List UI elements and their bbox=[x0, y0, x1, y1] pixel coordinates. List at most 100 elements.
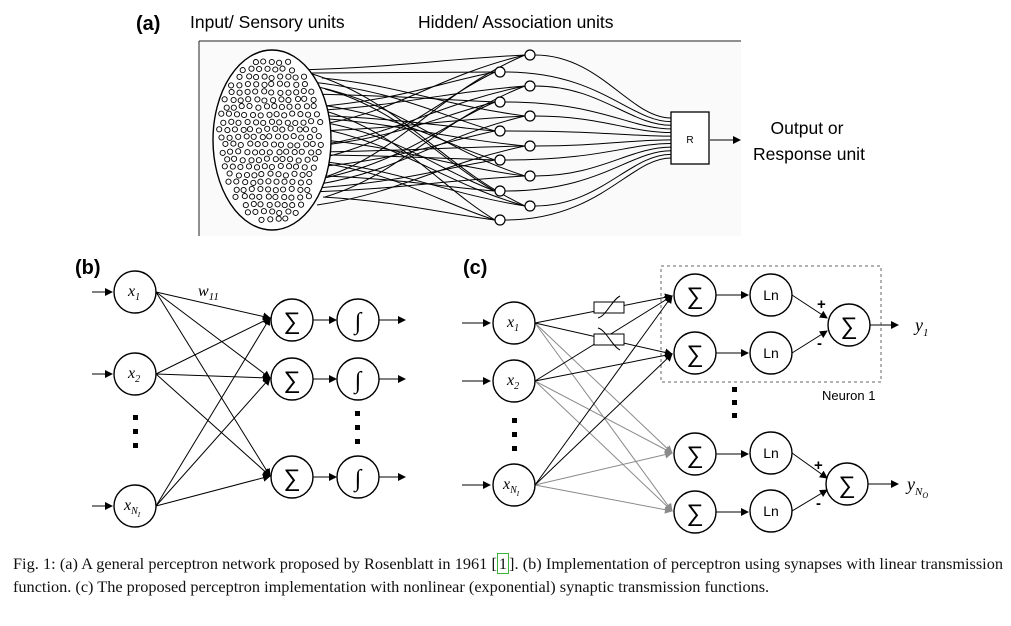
sensory-unit-dot bbox=[280, 186, 287, 193]
sum-node-b1: ∑ bbox=[270, 298, 314, 342]
exp-synapse-icon-upper bbox=[593, 295, 625, 319]
svg-text:x1: x1 bbox=[506, 314, 519, 334]
sensory-unit-dot bbox=[279, 65, 286, 72]
sensory-unit-dot bbox=[258, 216, 265, 223]
diff-sum-node-2: ∑ bbox=[825, 462, 869, 506]
panel-a: (a) Input/ Sensory units Hidden/ Associa… bbox=[136, 12, 865, 236]
retina-to-association-wire bbox=[299, 101, 496, 161]
svg-text:x1: x1 bbox=[127, 283, 140, 303]
sensory-unit-dot bbox=[216, 126, 223, 133]
hidden-units-title: Hidden/ Association units bbox=[418, 12, 614, 32]
sensory-unit-dot bbox=[294, 142, 301, 149]
sensory-unit-dot bbox=[257, 201, 264, 208]
plus-sign-1: + bbox=[817, 296, 826, 313]
activation-node-b1: ∫ bbox=[336, 298, 380, 342]
sensory-unit-dot bbox=[309, 140, 316, 147]
sensory-unit-dot bbox=[276, 209, 283, 217]
input-units-title: Input/ Sensory units bbox=[190, 12, 345, 32]
sensory-unit-dot bbox=[291, 170, 298, 177]
sensory-unit-dot bbox=[251, 172, 258, 179]
exp-synapse-icon-lower bbox=[593, 327, 625, 351]
sensory-unit-dot bbox=[287, 142, 294, 149]
sensory-unit-dot bbox=[311, 126, 318, 133]
sensory-unit-dot bbox=[281, 194, 288, 201]
sensory-unit-dot bbox=[285, 89, 292, 96]
sensory-unit-dot bbox=[221, 163, 228, 170]
sensory-unit-dot bbox=[306, 178, 313, 186]
sensory-unit-dot bbox=[287, 125, 294, 132]
sensory-unit-dot bbox=[268, 58, 275, 66]
retina-to-association-wire bbox=[308, 72, 526, 207]
output-label-line2: Response unit bbox=[753, 144, 865, 164]
sensory-unit-dot bbox=[298, 134, 305, 141]
sensory-unit-dot bbox=[308, 149, 315, 156]
sensory-unit-dot bbox=[236, 73, 243, 80]
ln-node-3: Ln bbox=[749, 431, 793, 475]
retina-to-association-wire bbox=[308, 101, 496, 182]
sensory-unit-dot bbox=[223, 104, 230, 111]
svg-text:∫: ∫ bbox=[353, 309, 363, 336]
svg-text:xNI: xNI bbox=[502, 476, 520, 498]
sensory-unit-dot bbox=[253, 74, 260, 81]
diff-sum-node-1: ∑ bbox=[827, 303, 871, 347]
sensory-unit-dot bbox=[302, 126, 310, 133]
sensory-unit-dot bbox=[288, 194, 295, 201]
sensory-unit-dot bbox=[313, 111, 320, 118]
sensory-unit-dot bbox=[229, 163, 236, 170]
svg-text:∑: ∑ bbox=[840, 313, 857, 340]
sensory-unit-dot bbox=[271, 103, 278, 110]
association-unit-node bbox=[524, 49, 536, 61]
retina-to-association-wire bbox=[317, 145, 526, 153]
retina-to-association-wire bbox=[299, 54, 526, 71]
sensory-unit-dot bbox=[299, 171, 306, 178]
association-to-response-wire bbox=[534, 146, 672, 177]
sensory-unit-dot bbox=[265, 193, 272, 200]
sensory-unit-dot bbox=[277, 162, 284, 170]
sensory-unit-dot bbox=[272, 156, 279, 163]
sensory-unit-dot bbox=[268, 80, 275, 87]
association-to-response-wire bbox=[504, 150, 672, 192]
sensory-unit-dot bbox=[230, 140, 237, 147]
svg-text:Ln: Ln bbox=[763, 445, 779, 461]
sensory-unit-dot bbox=[272, 187, 279, 194]
sensory-unit-dot bbox=[301, 164, 308, 171]
retina-to-association-wire bbox=[304, 114, 496, 132]
sensory-unit-dot bbox=[283, 148, 290, 155]
association-to-response-wire bbox=[534, 115, 672, 134]
sensory-unit-dot bbox=[263, 103, 271, 110]
sensory-unit-dot bbox=[242, 202, 249, 209]
svg-text:Ln: Ln bbox=[763, 345, 779, 361]
sensory-unit-dot bbox=[293, 89, 300, 96]
sensory-unit-dot bbox=[254, 96, 261, 103]
sensory-unit-dot bbox=[253, 119, 260, 126]
citation-link[interactable]: 1 bbox=[496, 553, 510, 574]
panel-a-label: (a) bbox=[136, 13, 160, 35]
svg-text:∑: ∑ bbox=[838, 472, 855, 499]
input-node-c-x1: x1 bbox=[492, 301, 536, 345]
sensory-unit-dot bbox=[306, 170, 313, 178]
sensory-unit-dot bbox=[244, 149, 251, 156]
sensory-unit-dot bbox=[277, 73, 284, 80]
sensory-unit-dot bbox=[279, 155, 286, 163]
sensory-unit-dot bbox=[292, 74, 299, 81]
sensory-unit-dot bbox=[254, 141, 261, 148]
sensory-unit-dot bbox=[244, 88, 251, 95]
retina-to-association-wire bbox=[312, 71, 496, 108]
sensory-unit-dot bbox=[233, 186, 240, 193]
sensory-unit-dot bbox=[267, 216, 274, 223]
weight-w11: w11 bbox=[198, 283, 219, 303]
sensory-unit-dot bbox=[261, 73, 268, 80]
retina-to-association-wire bbox=[326, 122, 496, 192]
sensory-unit-dot bbox=[248, 157, 255, 164]
sensory-unit-dot bbox=[249, 111, 257, 119]
sum-node-b2: ∑ bbox=[270, 357, 314, 401]
sensory-unit-dot bbox=[235, 172, 242, 179]
activation-node-b3: ∫ bbox=[336, 455, 380, 499]
sensory-unit-dot bbox=[239, 67, 246, 74]
association-to-response-wire bbox=[534, 153, 672, 207]
retina-to-association-wire bbox=[320, 162, 496, 221]
sensory-unit-dot bbox=[268, 74, 275, 82]
minus-sign-1: - bbox=[817, 335, 822, 352]
input-node-xN: xNI bbox=[113, 484, 157, 528]
